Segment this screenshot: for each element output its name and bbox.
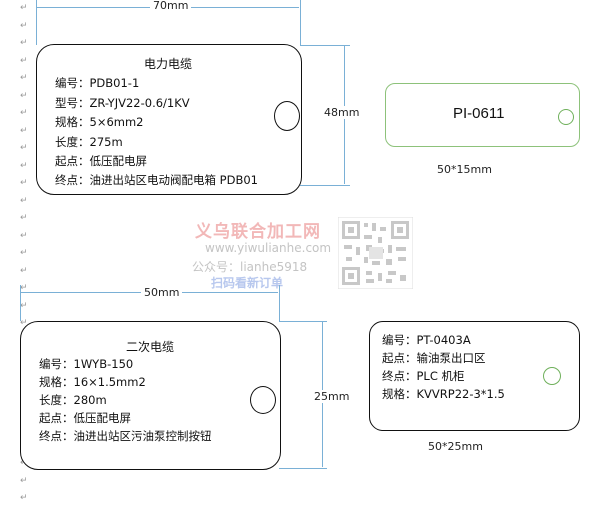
tag-line-end: 终点：PLC 机柜 (382, 369, 465, 383)
paragraph-mark: ↵ (20, 160, 28, 171)
watermark-title: 义乌联合加工网 (195, 222, 321, 241)
watermark-wechat: 公众号：lianhe5918 (192, 260, 308, 274)
tag-line-start: 起点：低压配电屏 (39, 411, 131, 425)
paragraph-mark: ↵ (20, 38, 28, 48)
dimension-label-height: 48mm (322, 106, 362, 119)
watermark-scan: 扫码看新订单 (211, 276, 284, 290)
tag-line-spec: 规格：16×1.5mm2 (39, 375, 146, 389)
instrument-tag: PI-0611 (385, 83, 580, 147)
tag-line-spec: 规格：5×6mm2 (55, 115, 144, 129)
dimension-label-height: 25mm (312, 390, 352, 403)
dimension-guide-top (279, 321, 327, 322)
qr-code-icon (338, 217, 413, 289)
dimension-guide-left (36, 0, 37, 45)
paragraph-mark: ↵ (20, 213, 28, 223)
paragraph-mark: ↵ (20, 73, 28, 83)
tag-label: PI-0611 (453, 105, 505, 122)
paragraph-mark: ↵ (20, 248, 28, 258)
tag-line-number: 编号：1WYB-150 (39, 357, 134, 371)
watermark-url: www.yiwulianhe.com (205, 241, 332, 255)
dimension-guide-right (300, 0, 301, 45)
paragraph-mark: ↵ (20, 283, 28, 293)
paragraph-mark: ↵ (20, 143, 28, 153)
paragraph-mark: ↵ (20, 3, 28, 13)
tag-line-start: 起点：输油泵出口区 (382, 351, 486, 365)
tag-title: 电力电缆 (144, 57, 193, 71)
paragraph-mark: ↵ (20, 20, 28, 31)
control-cable-tag: 编号：PT-0403A 起点：输油泵出口区 终点：PLC 机柜 规格：KVVRP… (369, 321, 580, 431)
tag-line-length: 长度：280m (39, 393, 107, 407)
tag-line-end: 终点：油进出站区电动阀配电箱 PDB01 (55, 173, 258, 187)
paragraph-mark: ↵ (20, 300, 28, 311)
paragraph-mark: ↵ (20, 90, 28, 101)
paragraph-mark: ↵ (20, 230, 28, 241)
paragraph-mark: ↵ (20, 195, 28, 206)
tag-hole (274, 101, 300, 131)
paragraph-mark: ↵ (20, 493, 28, 503)
paragraph-mark: ↵ (20, 318, 28, 328)
dimension-guide-top (300, 45, 350, 46)
tag-line-number: 编号：PT-0403A (382, 333, 471, 347)
size-label: 50*25mm (428, 440, 483, 453)
tag-hole (558, 109, 574, 125)
tag-line-spec: 规格：KVVRP22-3*1.5 (382, 387, 505, 401)
tag-title: 二次电缆 (126, 340, 175, 354)
paragraph-mark: ↵ (20, 55, 28, 66)
paragraph-mark: ↵ (20, 108, 28, 118)
tag-line-model: 型号：ZR-YJV22-0.6/1KV (55, 96, 190, 110)
paragraph-mark: ↵ (20, 475, 28, 486)
paragraph-mark: ↵ (20, 265, 28, 276)
power-cable-tag: 电力电缆 编号：PDB01-1 型号：ZR-YJV22-0.6/1KV 规格：5… (36, 44, 302, 195)
secondary-cable-tag: 二次电缆 编号：1WYB-150 规格：16×1.5mm2 长度：280m 起点… (20, 321, 281, 470)
dimension-guide-bottom (279, 468, 327, 469)
tag-line-number: 编号：PDB01-1 (55, 76, 140, 90)
dimension-guide-bottom (300, 185, 350, 186)
paragraph-mark: ↵ (20, 125, 28, 136)
dimension-label-width: 70mm (150, 0, 192, 12)
tag-line-start: 起点：低压配电屏 (55, 154, 147, 168)
tag-hole (250, 386, 276, 414)
dimension-guide-left (20, 285, 21, 321)
tag-hole (543, 367, 561, 385)
dimension-label-width: 50mm (141, 286, 183, 299)
tag-line-end: 终点：油进出站区污油泵控制按钮 (39, 429, 212, 443)
size-label: 50*15mm (437, 163, 492, 176)
dimension-guide-right (279, 285, 280, 321)
tag-line-length: 长度：275m (55, 135, 123, 149)
paragraph-mark: ↵ (20, 178, 28, 188)
